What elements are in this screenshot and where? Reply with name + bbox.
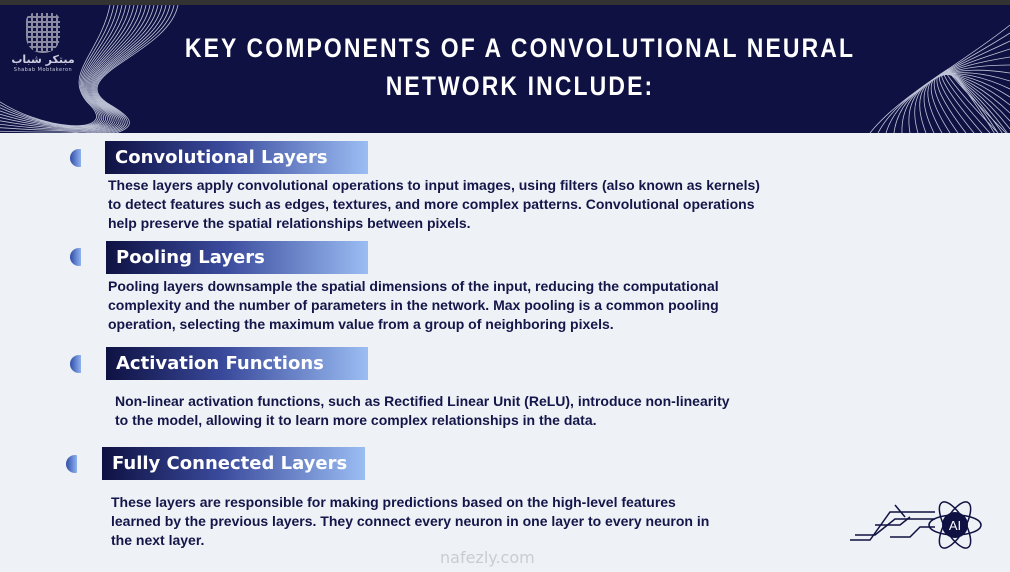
logo-mark-icon [26, 13, 60, 53]
bullet-icon [70, 355, 88, 373]
text-line: These layers apply convolutional operati… [108, 177, 760, 193]
logo-arabic: مبتكر شباب [11, 53, 75, 66]
text-line: learned by the previous layers. They con… [111, 513, 710, 529]
section-label-convolutional: Convolutional Layers [105, 141, 368, 174]
text-line: complexity and the number of parameters … [108, 297, 719, 313]
bullet-icon [70, 149, 88, 167]
text-line: operation, selecting the maximum value f… [108, 316, 614, 332]
page-title-line1: KEY COMPONENTS OF A CONVOLUTIONAL NEURAL [184, 33, 856, 63]
logo-english: Shabab Mobtakeron [13, 67, 73, 73]
logo: مبتكر شباب Shabab Mobtakeron [8, 13, 78, 74]
text-line: help preserve the spatial relationships … [108, 215, 471, 231]
top-bar [0, 0, 1010, 5]
section-label-fully-connected: Fully Connected Layers [102, 447, 365, 480]
section-body-pooling: Pooling layers downsample the spatial di… [108, 277, 719, 334]
bullet-icon [70, 248, 88, 266]
header-banner: مبتكر شباب Shabab Mobtakeron KEY COMPONE… [0, 5, 1010, 133]
text-line: to the model, allowing it to learn more … [115, 412, 597, 428]
bullet-icon [66, 455, 84, 473]
text-line: Pooling layers downsample the spatial di… [108, 278, 719, 294]
section-label-pooling: Pooling Layers [106, 241, 368, 274]
ai-badge: AI [949, 518, 961, 533]
section-body-convolutional: These layers apply convolutional operati… [108, 176, 760, 233]
wave-lines-decoration [0, 5, 1010, 133]
text-line: the next layer. [111, 532, 205, 548]
text-line: These layers are responsible for making … [111, 494, 676, 510]
section-body-activation: Non-linear activation functions, such as… [115, 392, 730, 430]
ai-circuit-icon: AI [850, 501, 982, 549]
section-label-activation: Activation Functions [106, 347, 368, 380]
section-body-fully-connected: These layers are responsible for making … [111, 493, 709, 550]
text-line: to detect features such as edges, textur… [108, 196, 755, 212]
watermark: nafezly.com [440, 548, 535, 567]
page-title-line2: NETWORK INCLUDE: [385, 71, 655, 101]
text-line: Non-linear activation functions, such as… [115, 393, 730, 409]
